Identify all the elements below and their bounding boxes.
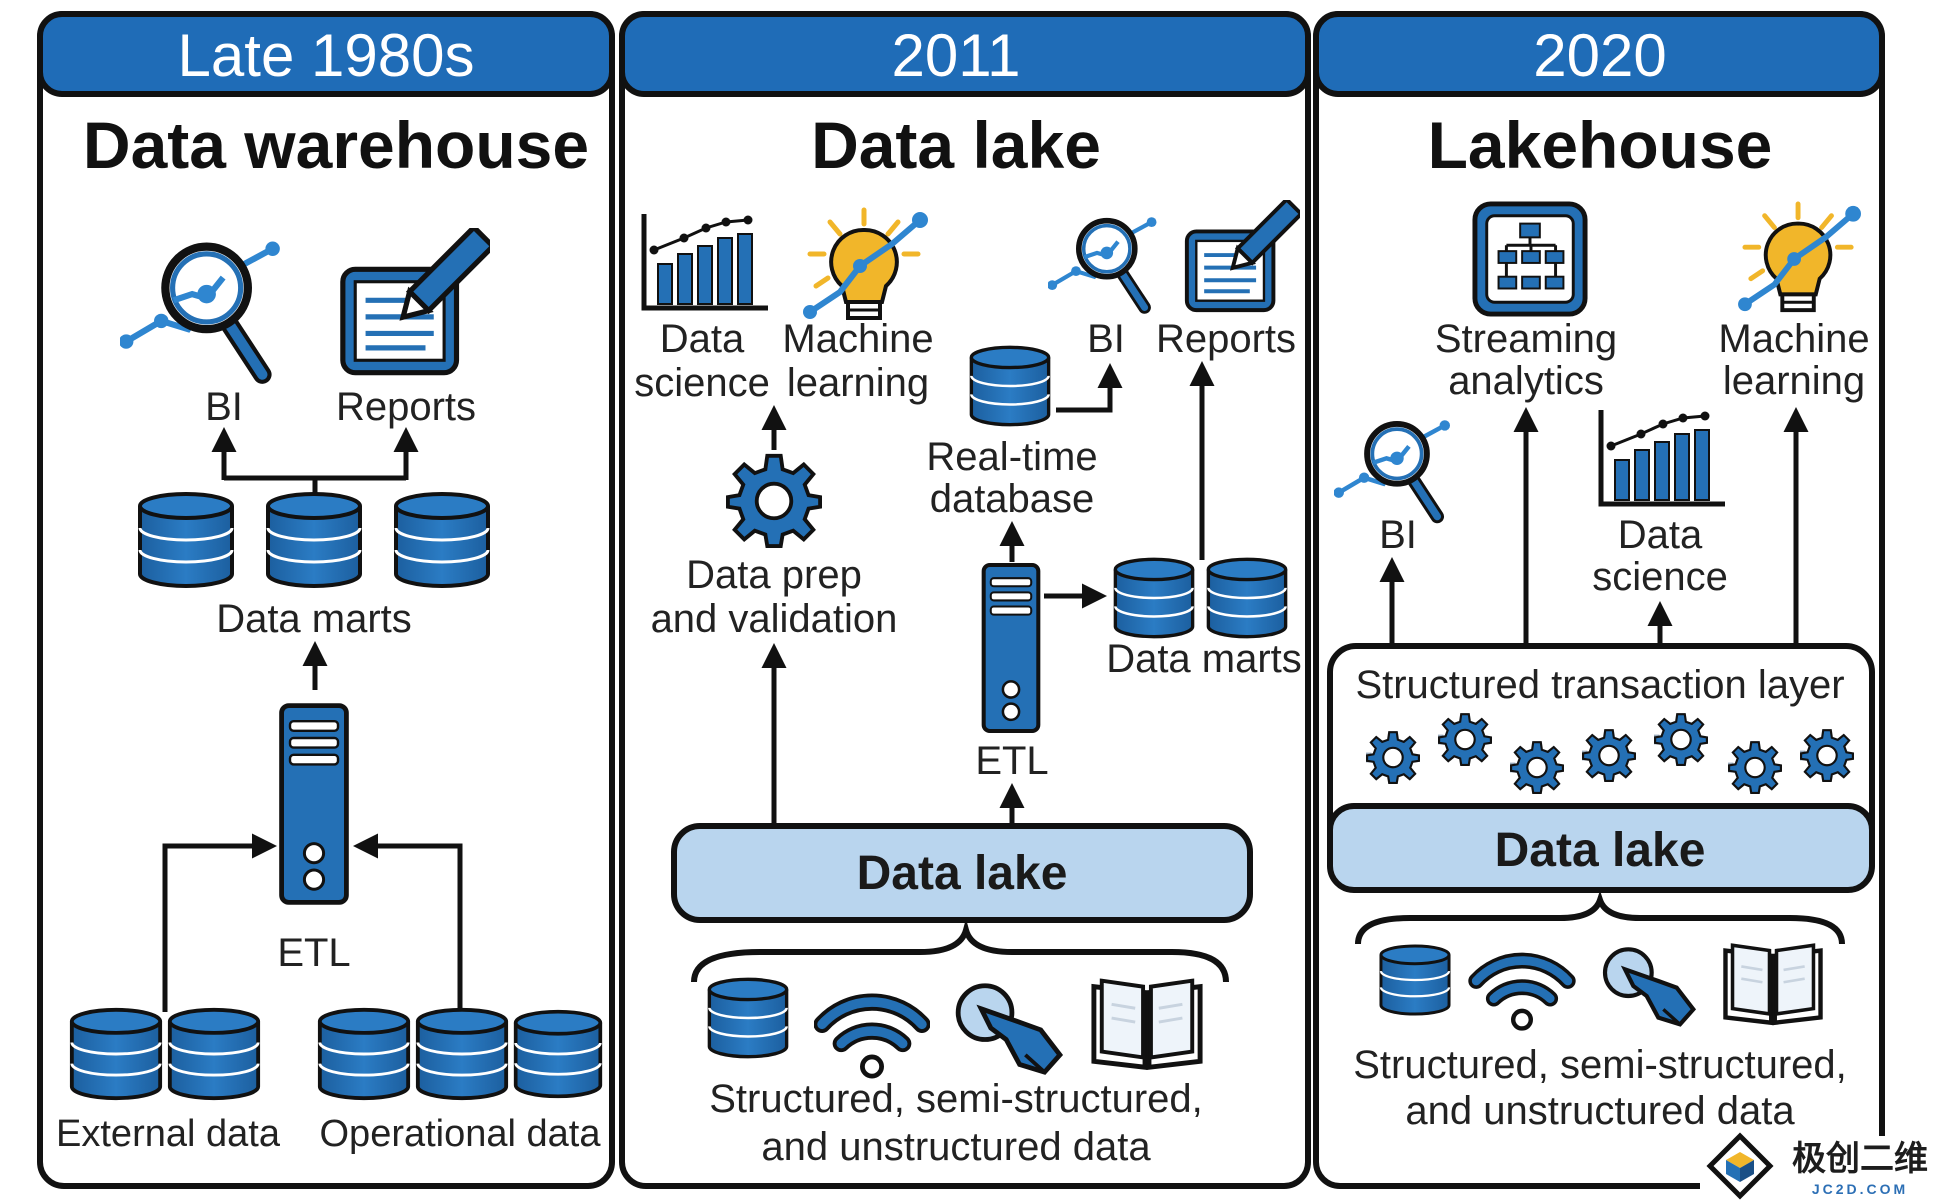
external-data-label: External data <box>56 1113 281 1155</box>
etl-label: ETL <box>277 931 350 975</box>
reports-label: Reports <box>336 385 476 429</box>
watermark: 极创二维 JC2D.COM <box>1700 1132 1948 1200</box>
realtime-database-label-line2: database <box>930 477 1095 521</box>
operational-data-icon <box>320 1010 408 1098</box>
reports-label: Reports <box>1156 317 1296 361</box>
external-data-icon <box>72 1010 160 1098</box>
machine-learning-label-line2: learning <box>787 361 929 405</box>
operational-data-icon <box>418 1010 506 1098</box>
panel-lakehouse: 2020 Lakehouse Streaming analytics Machi… <box>1313 11 1885 1189</box>
structured-data-icon <box>1379 944 1451 1016</box>
watermark-brand: 极创二维 <box>1792 1140 1928 1178</box>
sources-label-line1: Structured, semi-structured, <box>1353 1043 1847 1087</box>
data-marts-label: Data marts <box>216 597 412 641</box>
sources-label-line2: and unstructured data <box>761 1125 1151 1169</box>
structured-data-icon <box>707 977 789 1059</box>
panel-data-warehouse: Late 1980s Data warehouse BI Reports Dat… <box>37 11 615 1189</box>
data-lake-label: Data lake <box>1495 824 1706 877</box>
sources-label-line1: Structured, semi-structured, <box>709 1077 1203 1121</box>
realtime-database-label-line1: Real-time <box>926 435 1097 479</box>
panel-data-lake: 2011 Data lake Data science Machine lear… <box>619 11 1311 1189</box>
machine-learning-label-line2: learning <box>1723 359 1865 403</box>
transaction-layer-label: Structured transaction layer <box>1355 663 1844 707</box>
streaming-analytics-icon <box>1475 204 1585 314</box>
realtime-database-icon <box>969 345 1051 427</box>
panel-title: Data warehouse <box>83 108 589 182</box>
etl-label: ETL <box>975 739 1048 783</box>
operational-data-label: Operational data <box>320 1113 602 1155</box>
data-marts-label: Data marts <box>1106 637 1302 681</box>
etl-server-icon <box>282 706 347 903</box>
data-science-label-line1: Data <box>660 317 745 361</box>
panel-title: Data lake <box>811 108 1101 182</box>
data-science-label-line2: science <box>634 361 770 405</box>
bi-label: BI <box>205 385 243 429</box>
era-label: 2020 <box>1533 22 1666 89</box>
streaming-analytics-label-line1: Streaming <box>1435 317 1617 361</box>
data-lake-box <box>1327 803 1875 893</box>
data-science-label-line1: Data <box>1618 513 1703 557</box>
panel-title: Lakehouse <box>1428 108 1773 182</box>
data-prep-label-line2: and validation <box>651 597 898 641</box>
streaming-analytics-label-line2: analytics <box>1448 359 1604 403</box>
era-label: 2011 <box>891 22 1020 89</box>
data-mart-icon <box>1113 557 1195 639</box>
data-lake-box <box>671 823 1253 923</box>
watermark-domain: JC2D.COM <box>1812 1181 1908 1197</box>
etl-server-icon <box>984 565 1039 731</box>
machine-learning-label-line1: Machine <box>1718 317 1869 361</box>
machine-learning-label-line1: Machine <box>782 317 933 361</box>
sources-label-line2: and unstructured data <box>1405 1089 1795 1133</box>
era-label: Late 1980s <box>178 22 475 89</box>
data-mart-icon <box>268 494 360 586</box>
bi-label: BI <box>1379 513 1417 557</box>
data-prep-label-line1: Data prep <box>686 553 862 597</box>
data-prep-gear-icon <box>726 453 822 548</box>
watermark-logo-icon <box>1706 1132 1774 1200</box>
data-lake-label: Data lake <box>857 847 1068 900</box>
book-icon <box>1094 981 1200 1068</box>
external-data-icon <box>170 1010 258 1098</box>
operational-data-icon <box>516 1012 601 1097</box>
book-icon <box>1725 945 1820 1022</box>
data-science-label-line2: science <box>1592 555 1728 599</box>
data-mart-icon <box>1206 557 1288 639</box>
data-mart-icon <box>396 494 488 586</box>
bi-label: BI <box>1087 317 1125 361</box>
data-mart-icon <box>140 494 232 586</box>
